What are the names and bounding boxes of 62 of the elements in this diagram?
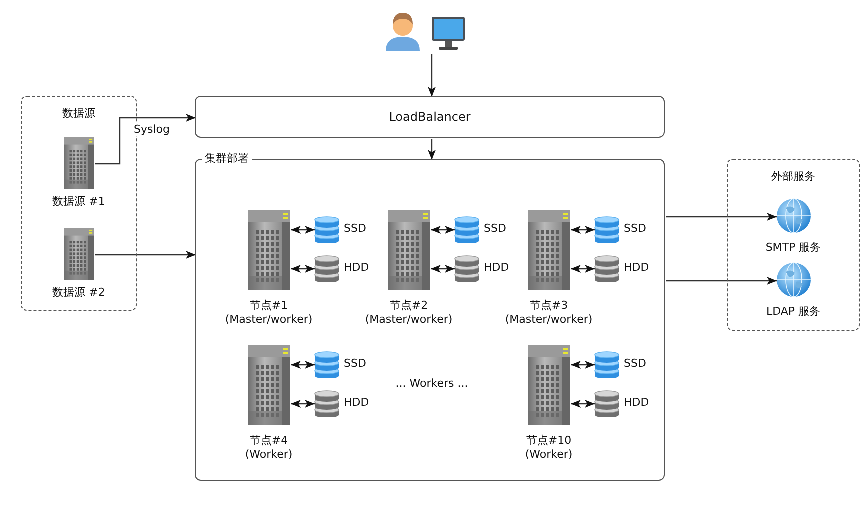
arrow — [571, 400, 595, 408]
server-icon — [528, 345, 570, 425]
globe-icon — [776, 198, 812, 234]
node-caption: HDD — [624, 395, 650, 411]
node-caption: HDD — [344, 260, 370, 276]
server-icon — [64, 228, 94, 280]
database-icon — [314, 215, 340, 243]
database-icon — [314, 350, 340, 378]
server-icon — [528, 210, 570, 290]
globe-icon — [776, 262, 812, 298]
node-caption: SMTP 服务 — [764, 240, 822, 256]
node-caption: 数据源 #1 — [52, 194, 106, 210]
node-caption: HDD — [344, 395, 370, 411]
arrow — [666, 213, 777, 221]
arrow — [428, 54, 436, 97]
dashed-group-box — [727, 159, 860, 331]
arrow — [666, 277, 777, 285]
node-caption: SSD — [344, 356, 368, 372]
note-label: ... Workers ... — [394, 377, 470, 392]
server-icon — [248, 210, 290, 290]
node-caption: 数据源 #2 — [52, 285, 106, 301]
group-title: 数据源 — [62, 106, 96, 121]
arrow — [95, 251, 196, 259]
database-icon — [594, 389, 620, 417]
arrow — [291, 265, 315, 273]
node-caption: SSD — [484, 221, 508, 237]
node-caption: SSD — [624, 356, 648, 372]
database-icon — [314, 389, 340, 417]
node-caption: 节点#1 (Master/worker) — [224, 298, 314, 328]
arrow — [431, 265, 455, 273]
arrow — [291, 400, 315, 408]
server-icon — [388, 210, 430, 290]
edge-label: Syslog — [132, 123, 172, 136]
arrow — [571, 265, 595, 273]
arrow — [431, 226, 455, 234]
node-caption: SSD — [624, 221, 648, 237]
database-icon — [594, 254, 620, 282]
arrow — [291, 226, 315, 234]
database-icon — [454, 254, 480, 282]
node-caption: HDD — [624, 260, 650, 276]
database-icon — [314, 254, 340, 282]
group-title: 外部服务 — [770, 169, 816, 184]
node-caption: 节点#3 (Master/worker) — [504, 298, 594, 328]
database-icon — [594, 350, 620, 378]
arrow — [291, 361, 315, 369]
user-with-monitor-icon — [384, 11, 468, 53]
node-caption: 节点#2 (Master/worker) — [364, 298, 454, 328]
node-caption: LDAP 服务 — [765, 304, 822, 320]
node-caption: SSD — [344, 221, 368, 237]
arrow — [95, 114, 196, 165]
arrow — [571, 361, 595, 369]
node-caption: 节点#10 (Worker) — [524, 433, 574, 463]
node-caption: 节点#4 (Worker) — [244, 433, 294, 463]
arrow — [428, 139, 436, 160]
database-icon — [454, 215, 480, 243]
arrow — [571, 226, 595, 234]
node-caption: HDD — [484, 260, 510, 276]
process-box: LoadBalancer — [195, 96, 665, 138]
group-title: 集群部署 — [202, 152, 252, 166]
server-icon — [64, 137, 94, 189]
database-icon — [594, 215, 620, 243]
server-icon — [248, 345, 290, 425]
